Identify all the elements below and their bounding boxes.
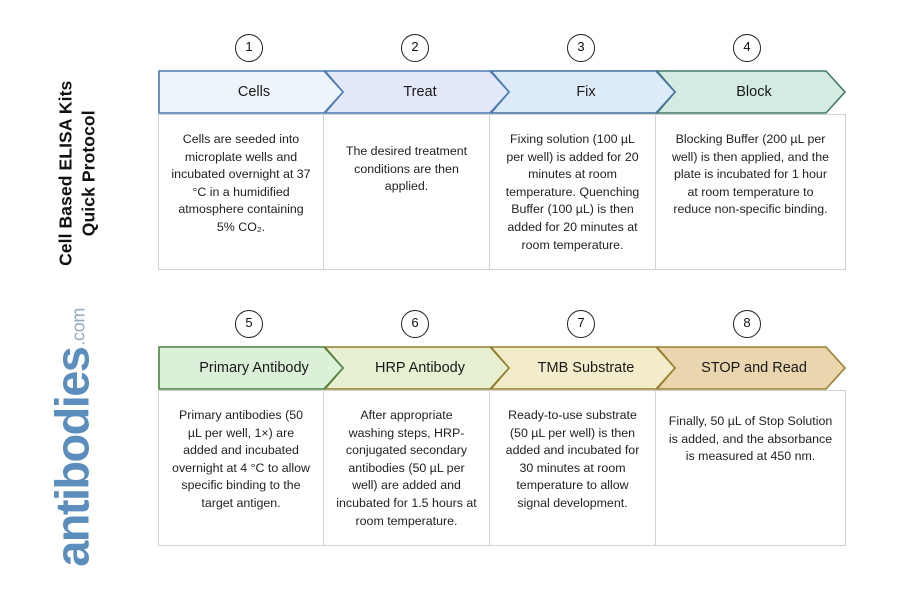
step-badge-5: 5 (235, 310, 263, 338)
description-cell-1: Cells are seeded into microplate wells a… (158, 114, 324, 270)
description-strip-1: Cells are seeded into microplate wells a… (158, 114, 846, 270)
chevron-step-3[interactable]: Fix (490, 70, 676, 114)
step-badge-strip-1: 1 2 3 4 (158, 34, 846, 70)
chevron-step-5[interactable]: Primary Antibody (158, 346, 344, 390)
description-strip-2: Primary antibodies (50 µL per well, 1×) … (158, 390, 846, 546)
step-badge-1: 1 (235, 34, 263, 62)
chevron-step-8[interactable]: STOP and Read (656, 346, 846, 390)
chevron-shape-1 (158, 70, 344, 114)
chevron-label-4: Block (736, 84, 772, 100)
step-badge-4: 4 (733, 34, 761, 62)
description-cell-7: Ready-to-use substrate (50 µL per well) … (490, 390, 656, 546)
description-text-7: Ready-to-use substrate (50 µL per well) … (505, 408, 640, 511)
chevron-step-6[interactable]: HRP Antibody (324, 346, 510, 390)
description-text-2: The desired treatment conditions are the… (345, 144, 468, 194)
brand-tld: .com (68, 307, 89, 346)
step-badge-6: 6 (401, 310, 429, 338)
description-cell-5: Primary antibodies (50 µL per well, 1×) … (158, 390, 324, 546)
chevron-strip-1: Cells Treat Fix Block (158, 70, 846, 114)
page-title: Cell Based ELISA Kits Quick Protocol (55, 80, 99, 266)
brand-logo: antibodies .com (45, 292, 99, 582)
chevron-label-8: STOP and Read (701, 360, 807, 376)
left-rail: Cell Based ELISA Kits Quick Protocol ant… (0, 0, 152, 594)
chevron-label-6: HRP Antibody (374, 360, 465, 376)
description-text-1: Cells are seeded into microplate wells a… (171, 132, 311, 235)
description-cell-8: Finally, 50 µL of Stop Solution is added… (656, 390, 846, 546)
brand-name: antibodies (45, 347, 99, 567)
chevron-label-7: TMB Substrate (537, 360, 635, 376)
step-badge-2: 2 (401, 34, 429, 62)
description-cell-6: After appropriate washing steps, HRP-con… (324, 390, 490, 546)
description-text-5: Primary antibodies (50 µL per well, 1×) … (172, 408, 310, 511)
chevron-shape-5 (158, 346, 344, 390)
chevron-label-2: Treat (403, 84, 437, 100)
description-cell-2: The desired treatment conditions are the… (324, 114, 490, 270)
chevron-step-2[interactable]: Treat (324, 70, 510, 114)
description-text-4: Blocking Buffer (200 µL per well) is the… (671, 132, 830, 217)
chevron-step-7[interactable]: TMB Substrate (490, 346, 676, 390)
description-cell-3: Fixing solution (100 µL per well) is add… (490, 114, 656, 270)
description-cell-4: Blocking Buffer (200 µL per well) is the… (656, 114, 846, 270)
chevron-label-1: Cells (237, 84, 271, 100)
chevron-strip-2: Primary Antibody HRP Antibody TMB Substr… (158, 346, 846, 390)
chevron-step-1[interactable]: Cells (158, 70, 344, 114)
protocol-row-2: 5 6 7 8 Primary Antibody HRP Antibody TM… (158, 310, 846, 546)
step-badge-8: 8 (733, 310, 761, 338)
chevron-label-3: Fix (576, 84, 596, 100)
step-badge-3: 3 (567, 34, 595, 62)
description-text-3: Fixing solution (100 µL per well) is add… (505, 132, 640, 252)
step-badge-strip-2: 5 6 7 8 (158, 310, 846, 346)
chevron-step-4[interactable]: Block (656, 70, 846, 114)
description-text-6: After appropriate washing steps, HRP-con… (336, 408, 477, 528)
chevron-label-5: Primary Antibody (199, 360, 309, 376)
description-text-8: Finally, 50 µL of Stop Solution is added… (668, 414, 833, 464)
step-badge-7: 7 (567, 310, 595, 338)
protocol-row-1: 1 2 3 4 Cells Treat Fix Block Cells are … (158, 34, 846, 270)
